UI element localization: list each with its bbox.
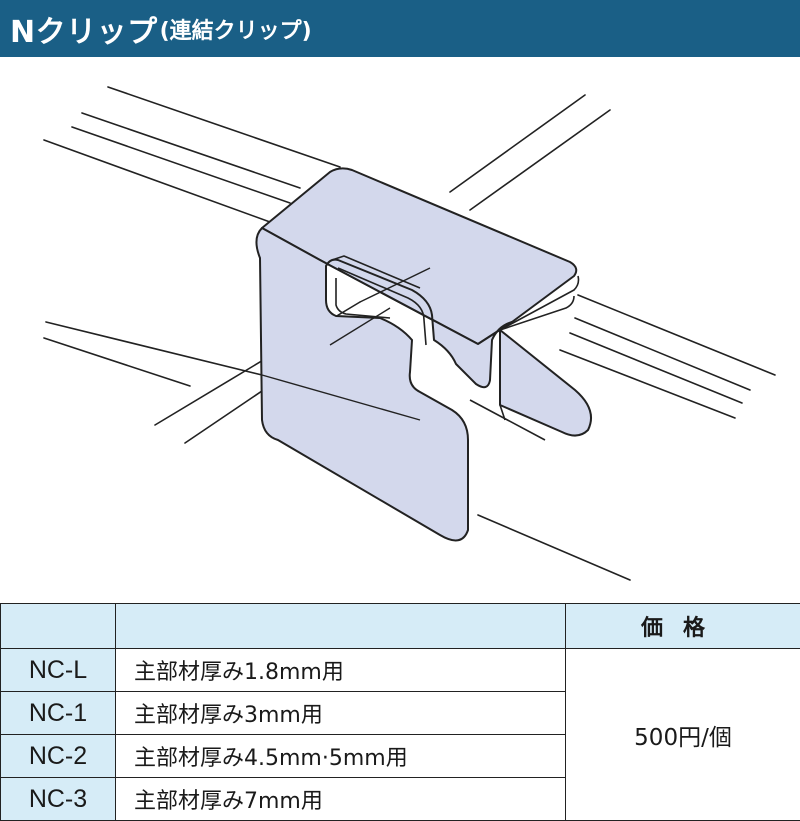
- header-description: [116, 604, 566, 649]
- product-title: Nクリップ: [10, 7, 158, 51]
- product-description: 主部材厚み4.5mm·5mm用: [116, 735, 566, 778]
- clip-illustration: [0, 57, 800, 603]
- product-subtitle: (連結クリップ): [160, 13, 312, 45]
- product-code: NC-3: [1, 778, 116, 821]
- product-code: NC-1: [1, 692, 116, 735]
- header-code: [1, 604, 116, 649]
- price-cell: 500円/個: [566, 649, 800, 821]
- table-row: NC-L 主部材厚み1.8mm用 500円/個: [1, 649, 800, 692]
- price-table: 価格 NC-L 主部材厚み1.8mm用 500円/個 NC-1 主部材厚み3mm…: [0, 603, 800, 821]
- page-header: Nクリップ (連結クリップ): [0, 0, 800, 57]
- product-description: 主部材厚み3mm用: [116, 692, 566, 735]
- product-description: 主部材厚み1.8mm用: [116, 649, 566, 692]
- product-description: 主部材厚み7mm用: [116, 778, 566, 821]
- product-code: NC-L: [1, 649, 116, 692]
- product-code: NC-2: [1, 735, 116, 778]
- header-price: 価格: [566, 604, 800, 649]
